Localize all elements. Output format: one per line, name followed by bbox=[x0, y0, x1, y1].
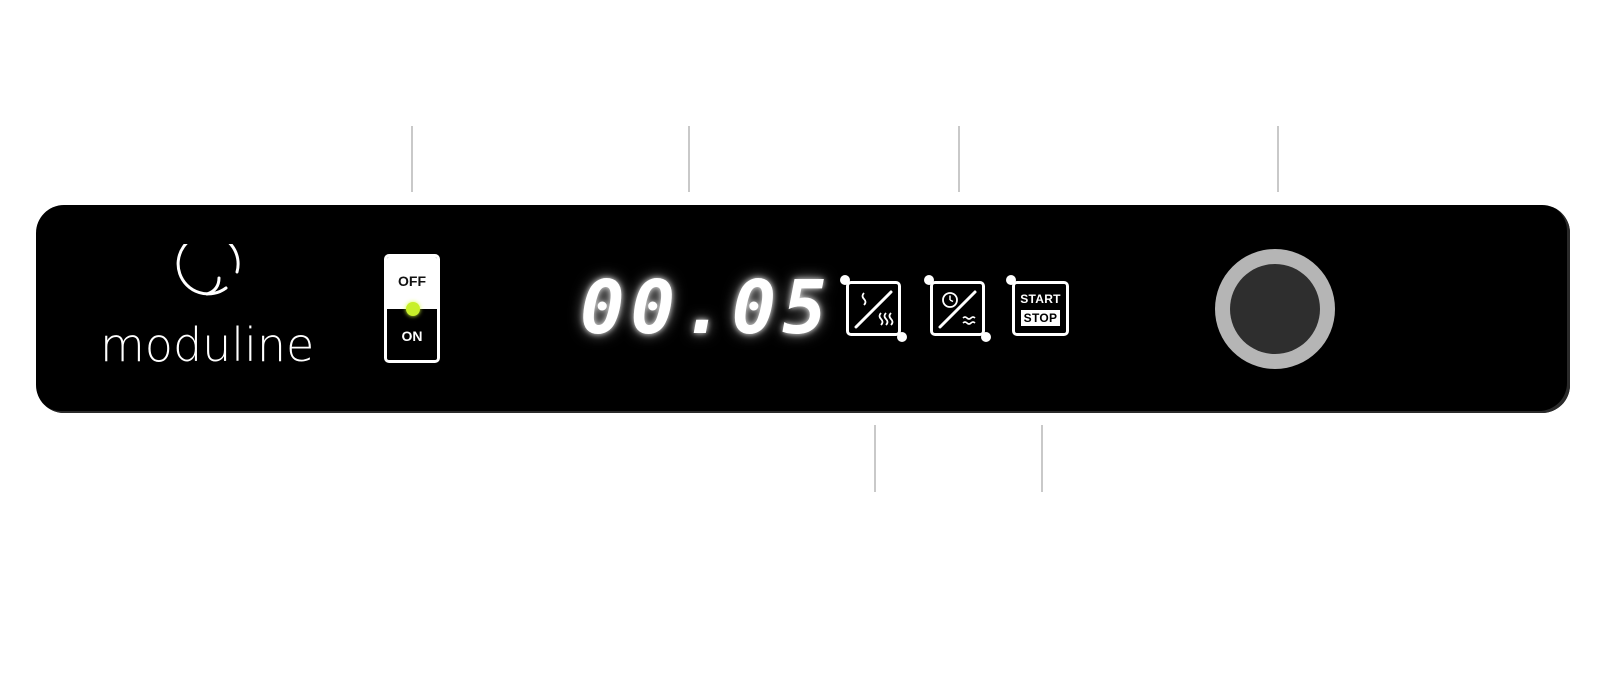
key-corner-dot bbox=[1006, 275, 1016, 285]
power-switch[interactable]: OFF ON bbox=[384, 254, 440, 363]
callout-line-heat-key bbox=[874, 425, 876, 492]
key-corner-dot bbox=[981, 332, 991, 342]
heat-mode-icon bbox=[854, 290, 894, 329]
brand-logo: moduline bbox=[100, 244, 320, 372]
timer-key[interactable] bbox=[924, 275, 991, 342]
power-indicator-led bbox=[406, 302, 420, 316]
timer-water-icon bbox=[938, 290, 977, 329]
start-label: START bbox=[1020, 292, 1061, 306]
stop-label: STOP bbox=[1021, 310, 1060, 326]
callout-line-power bbox=[411, 126, 413, 192]
brand-wordmark: moduline bbox=[100, 318, 315, 372]
start-stop-button[interactable]: START STOP bbox=[1006, 275, 1069, 336]
rotary-knob-center bbox=[1230, 264, 1320, 354]
display-value: 00.05 bbox=[580, 265, 833, 351]
callout-line-knob bbox=[1277, 126, 1279, 192]
key-corner-dot bbox=[840, 275, 850, 285]
key-corner-dot bbox=[924, 275, 934, 285]
key-corner-dot bbox=[897, 332, 907, 342]
rotary-knob[interactable] bbox=[1215, 249, 1335, 369]
callout-line-timer-key bbox=[958, 126, 960, 192]
callout-line-display bbox=[688, 126, 690, 192]
swirl-icon bbox=[176, 244, 240, 296]
power-switch-off-half bbox=[387, 257, 437, 309]
heat-mode-key[interactable] bbox=[840, 275, 907, 342]
callout-line-start-stop bbox=[1041, 425, 1043, 492]
power-on-label: ON bbox=[401, 328, 423, 344]
time-display: 00.05 bbox=[580, 270, 827, 346]
power-off-label: OFF bbox=[398, 273, 426, 289]
